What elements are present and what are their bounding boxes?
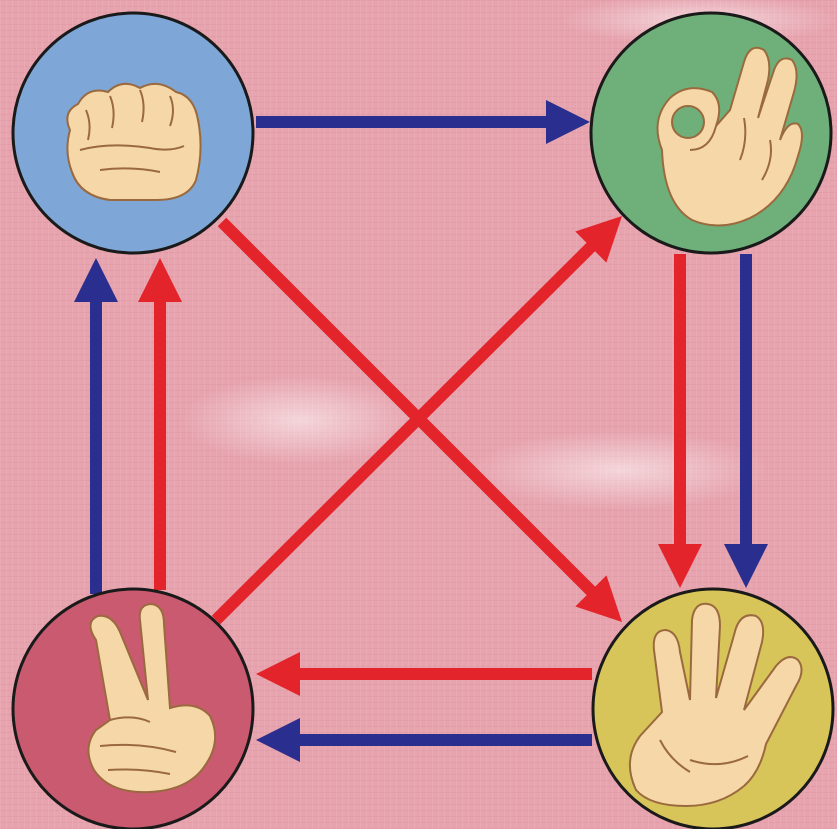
fist-hand-icon <box>67 84 200 200</box>
background-highlight <box>470 430 770 510</box>
